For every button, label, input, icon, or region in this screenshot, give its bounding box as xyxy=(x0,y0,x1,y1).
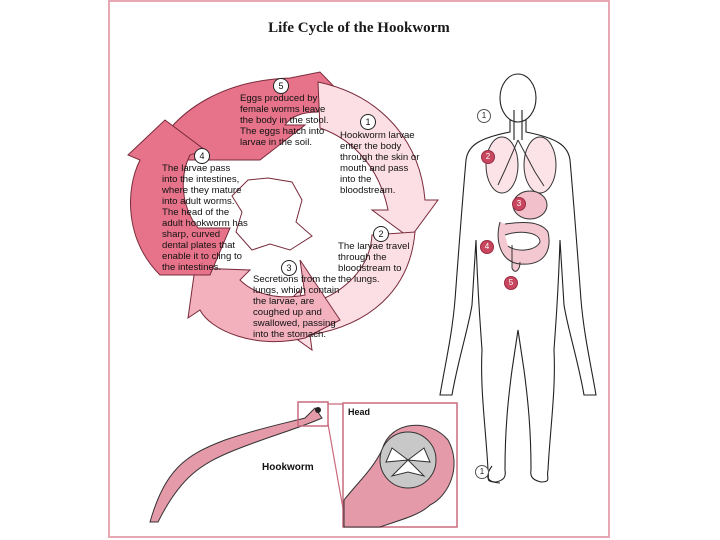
dental-plates xyxy=(385,447,431,477)
ring-center xyxy=(231,177,313,251)
head-label: Head xyxy=(348,407,371,417)
life-cycle-ring xyxy=(127,71,439,352)
arrow-step-4 xyxy=(127,119,231,276)
body-marker-1-foot: 1 xyxy=(475,465,489,479)
body-marker-3-stomach: 3 xyxy=(512,197,526,211)
arrow-step-5 xyxy=(149,71,346,161)
step-4-text: The larvae pass into the intestines, whe… xyxy=(162,163,248,273)
arrow-step-1 xyxy=(317,81,439,239)
step-3-number: 3 xyxy=(281,260,297,276)
step-3-text: Secretions from the lungs, which contain… xyxy=(253,274,340,340)
hookworm-illustration xyxy=(149,401,458,528)
body-marker-2-lungs: 2 xyxy=(481,150,495,164)
step-5-text: Eggs produced by female worms leave the … xyxy=(240,93,329,148)
step-2-text: The larvae travel through the bloodstrea… xyxy=(338,241,410,285)
step-4-number: 4 xyxy=(194,148,210,164)
step-2-number: 2 xyxy=(373,226,389,242)
human-body-figure xyxy=(439,73,597,484)
body-marker-5-stool: 5 xyxy=(504,276,518,290)
right-lung xyxy=(523,136,557,194)
trachea xyxy=(513,110,523,140)
left-lung xyxy=(485,136,519,194)
diagram-title: Life Cycle of the Hookworm xyxy=(268,20,450,36)
intestines xyxy=(497,221,550,272)
bronchi xyxy=(497,139,545,187)
internal-organs xyxy=(485,110,557,272)
step-1-text: Hookworm larvae enter the body through t… xyxy=(340,130,420,196)
head-callout-box-small xyxy=(297,401,329,427)
step-5-number: 5 xyxy=(273,78,289,94)
hookworm-mouth-small xyxy=(315,407,321,413)
hookworm-label: Hookworm xyxy=(262,462,314,473)
hookworm-body xyxy=(149,407,323,523)
step-1-number: 1 xyxy=(360,114,376,130)
body-marker-4-intestines: 4 xyxy=(480,240,494,254)
body-marker-1-mouth: 1 xyxy=(477,109,491,123)
